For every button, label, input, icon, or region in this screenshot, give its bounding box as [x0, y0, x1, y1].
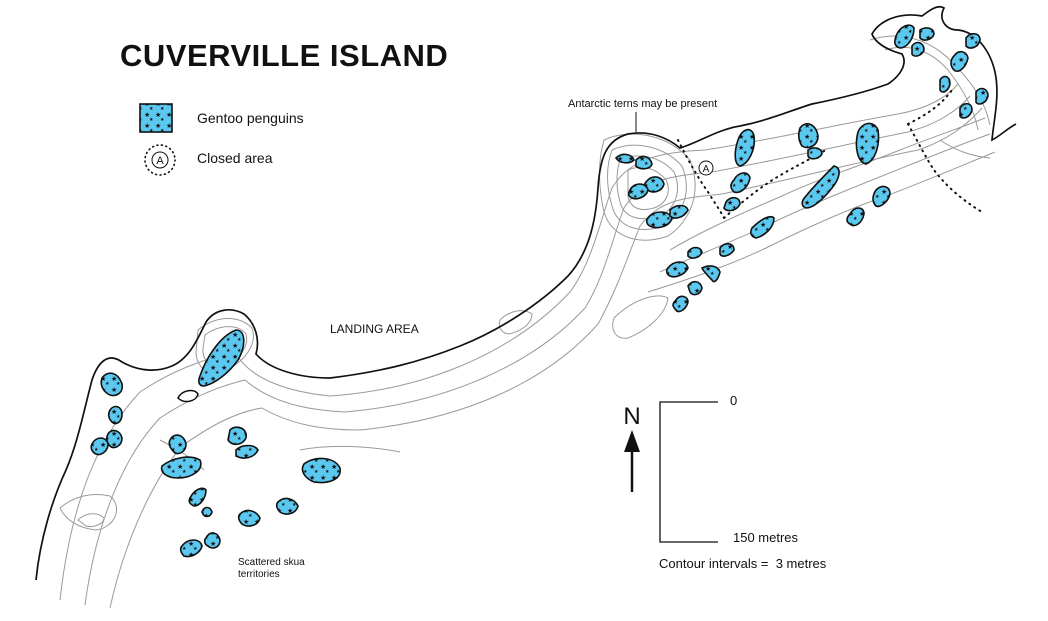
penguin-colony[interactable]: [911, 41, 925, 57]
penguin-colony[interactable]: [687, 280, 703, 296]
penguin-colonies[interactable]: [90, 24, 989, 558]
islet: [177, 389, 199, 403]
penguin-colony[interactable]: [227, 426, 247, 446]
contour-line: [77, 513, 105, 527]
north-arrow-head: [624, 430, 640, 452]
penguin-colony[interactable]: [198, 329, 245, 387]
penguin-colony[interactable]: [188, 487, 207, 507]
penguin-colony[interactable]: [669, 204, 689, 219]
penguin-colony[interactable]: [919, 27, 935, 41]
penguin-colony[interactable]: [797, 123, 819, 149]
penguin-colony[interactable]: [807, 147, 823, 160]
legend-closed-area-symbol: [151, 151, 169, 169]
boundary-dotted-line: [907, 89, 953, 125]
penguin-colony[interactable]: [894, 24, 915, 49]
boundary-dotted-line: [677, 139, 725, 219]
contour-line: [659, 133, 991, 273]
penguin-colony[interactable]: [939, 75, 951, 93]
penguin-colony[interactable]: [855, 122, 880, 165]
map-title: CUVERVILLE ISLAND: [120, 38, 449, 73]
penguin-colony[interactable]: [950, 50, 969, 73]
contour-line: [109, 107, 983, 609]
contour-interval-note: Contour intervals = 3 metres: [659, 556, 827, 571]
contour-line: [299, 445, 401, 453]
skua-annotation-line1: Scattered skua: [238, 557, 305, 568]
penguin-colony[interactable]: [730, 172, 751, 194]
terns-annotation: Antarctic terns may be present: [568, 98, 718, 110]
scale-end-label: 150 metres: [733, 530, 799, 545]
coastline: [35, 5, 1017, 581]
penguin-colony[interactable]: [275, 497, 299, 515]
penguin-colony[interactable]: [160, 456, 202, 479]
contour-line: [498, 310, 533, 335]
penguin-colony[interactable]: [179, 539, 203, 558]
legend-penguin-swatch: [139, 103, 173, 133]
penguin-colony[interactable]: [635, 155, 653, 170]
penguin-colony[interactable]: [750, 215, 775, 239]
legend-closed-area-letter: A: [156, 155, 164, 167]
closed-area-marker-letter: A: [703, 164, 710, 175]
penguin-colony[interactable]: [235, 444, 259, 459]
boundary-dotted-line: [907, 123, 983, 213]
north-label: N: [623, 403, 640, 430]
penguin-colony[interactable]: [90, 437, 109, 456]
penguin-colony[interactable]: [672, 295, 689, 313]
penguin-colony[interactable]: [975, 87, 989, 105]
legend-closed-area-ring: [144, 144, 176, 176]
closed-area-marker[interactable]: [698, 160, 714, 176]
landing-area-label: LANDING AREA: [330, 322, 419, 336]
contour-line: [939, 139, 991, 159]
contour-line: [647, 151, 996, 293]
penguin-colony[interactable]: [100, 372, 124, 397]
scale-bar: [659, 401, 718, 543]
penguin-colony[interactable]: [665, 261, 689, 278]
penguin-colony[interactable]: [734, 128, 756, 167]
scale-zero-label: 0: [730, 393, 738, 408]
contour-line: [627, 166, 669, 210]
penguin-colony[interactable]: [237, 509, 261, 527]
penguin-colony[interactable]: [965, 32, 981, 49]
penguin-colony[interactable]: [687, 246, 703, 259]
contour-line: [59, 83, 959, 601]
penguin-colony[interactable]: [105, 429, 123, 449]
penguin-colony[interactable]: [872, 185, 891, 208]
contour-line: [612, 295, 669, 339]
penguin-colony[interactable]: [614, 153, 635, 164]
contour-line: [599, 133, 696, 241]
penguin-colony[interactable]: [201, 506, 213, 518]
penguin-colony[interactable]: [107, 405, 123, 425]
penguin-colony[interactable]: [203, 532, 221, 549]
penguin-colony[interactable]: [723, 196, 741, 212]
legend-closed-label: Closed area: [197, 150, 273, 166]
penguin-colony[interactable]: [168, 434, 187, 455]
penguin-colony[interactable]: [301, 457, 341, 484]
penguin-colony[interactable]: [627, 183, 649, 200]
contour-line: [59, 494, 117, 531]
penguin-colony[interactable]: [645, 211, 673, 229]
penguin-colony[interactable]: [959, 102, 973, 119]
penguin-colony[interactable]: [846, 207, 865, 227]
penguin-colony[interactable]: [700, 265, 721, 283]
legend-penguins-label: Gentoo penguins: [197, 110, 304, 126]
penguin-colony[interactable]: [719, 242, 735, 257]
penguin-colony[interactable]: [801, 165, 840, 209]
skua-annotation-line2: territories: [238, 569, 280, 580]
